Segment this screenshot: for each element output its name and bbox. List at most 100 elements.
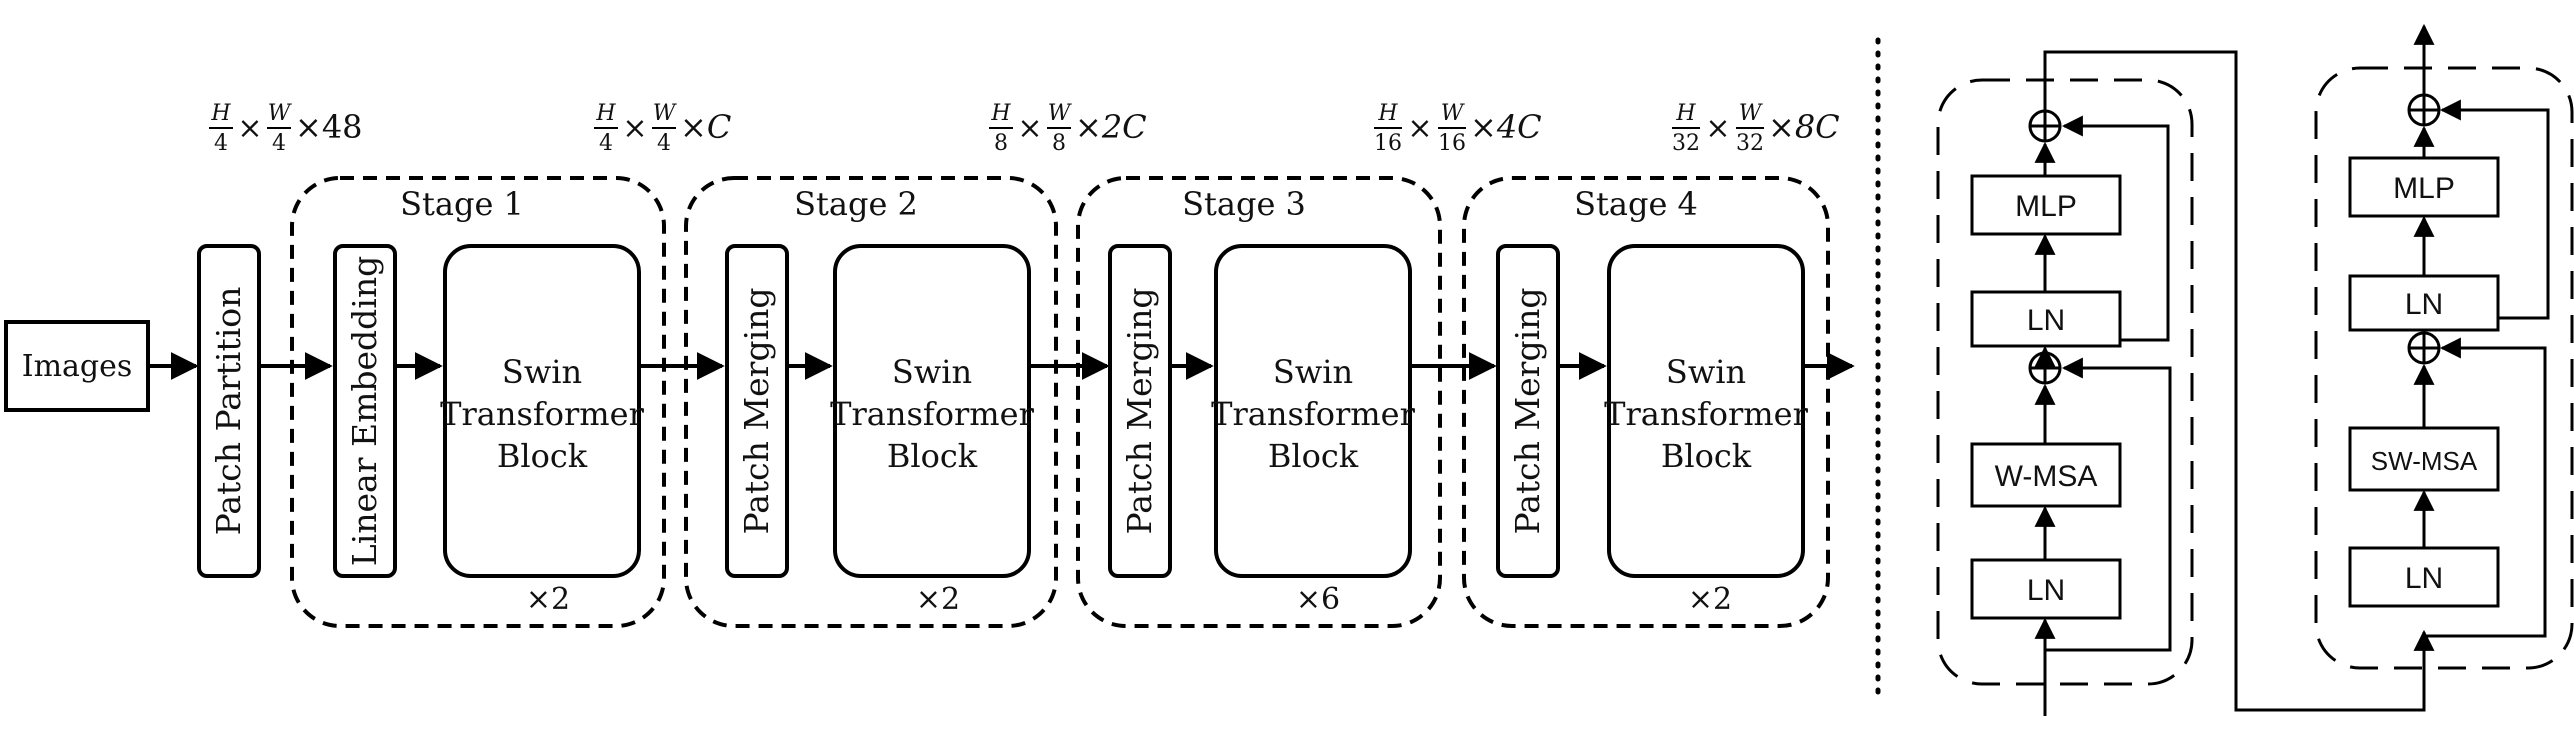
block-w-msa-attn-label: W-MSA: [1995, 460, 2098, 493]
block-sw-msa-ln-bottom: [2348, 546, 2500, 608]
stage-3-patch-merging-label: Patch Merging: [1120, 287, 1159, 534]
dim-w: W: [268, 101, 293, 126]
stage-4-swin-block: [1607, 244, 1805, 578]
dim-label-stage2: H 8 × W 8 ×2C: [989, 101, 1147, 156]
dim-hd: 32: [1672, 131, 1700, 156]
dim-wd: 4: [272, 131, 286, 156]
dim-label-stage1: H 4 × W 4 ×C: [594, 101, 731, 156]
block-sw-msa-frame: [2314, 66, 2574, 670]
stage-1-swin-line2: Transformer: [440, 395, 644, 433]
block-sw-msa-ln-top-label: LN: [2405, 288, 2443, 321]
stage-2-patch-merging-box: [725, 244, 789, 578]
dim-h: H: [1377, 101, 1398, 126]
dim-hd: 8: [994, 131, 1008, 156]
stage-2-swin-line3: Block: [887, 437, 978, 475]
stage-4-frame: [1462, 176, 1830, 628]
dim-mult: ×48: [295, 108, 363, 146]
dim-times: ×: [1407, 111, 1432, 146]
stage-1-linear-embedding-box: [333, 244, 397, 578]
dim-mult: ×4C: [1470, 108, 1542, 146]
dim-w: W: [1441, 101, 1466, 126]
dim-hd: 16: [1374, 131, 1402, 156]
stage-2: Stage 2 Patch Merging Swin Transformer B…: [684, 176, 1058, 628]
dim-w: W: [1739, 101, 1764, 126]
stage-4-swin-line2: Transformer: [1604, 395, 1808, 433]
stage-4-patch-merging-label: Patch Merging: [1508, 287, 1547, 534]
stage-1-swin-line1: Swin: [502, 353, 582, 391]
block-sw-msa-mlp: [2348, 156, 2500, 218]
patch-partition-label: Patch Partition: [209, 287, 248, 536]
dim-times: ×: [622, 111, 647, 146]
block-w-msa-mlp: [1970, 174, 2122, 236]
dim-h: H: [595, 101, 616, 126]
dim-times: ×: [1705, 111, 1730, 146]
dim-mult: ×C: [680, 108, 731, 146]
block-w-msa-ln-top-label: LN: [2027, 304, 2065, 337]
images-box: [4, 320, 150, 412]
block-w-msa-frame: [1936, 78, 2194, 686]
stage-3-swin-block: [1214, 244, 1412, 578]
dim-wd: 32: [1736, 131, 1764, 156]
dim-h: H: [1675, 101, 1696, 126]
block-w-msa-attn: [1970, 442, 2122, 508]
dim-w: W: [1048, 101, 1073, 126]
dim-hd: 4: [599, 131, 613, 156]
stage-3-swin-line1: Swin: [1273, 353, 1353, 391]
stage-1-repeat: ×2: [526, 582, 570, 617]
stage-3-title: Stage 3: [1182, 185, 1306, 223]
block-sw-msa-residual-1: [2424, 337, 2547, 638]
stage-3-repeat: ×6: [1296, 582, 1340, 617]
block-w-msa-mlp-label: MLP: [2015, 190, 2077, 223]
block-w-msa-ln-bottom: [1970, 558, 2122, 620]
dim-wd: 8: [1052, 131, 1066, 156]
stage-1: Stage 1 Linear Embedding Swin Transforme…: [290, 176, 666, 628]
block-w-msa: LN W-MSA LN MLP: [1936, 78, 2194, 716]
stage-1-title: Stage 1: [400, 185, 524, 223]
stage-1-linear-embedding-label: Linear Embedding: [345, 256, 384, 566]
stage-4-swin-line1: Swin: [1666, 353, 1746, 391]
stage-2-swin-block: [833, 244, 1031, 578]
block-sw-msa-attn-label: SW-MSA: [2371, 446, 2478, 476]
stage-1-swin-line3: Block: [497, 437, 588, 475]
block-sw-msa-ln-top: [2348, 274, 2500, 332]
stage-3-swin-line2: Transformer: [1211, 395, 1415, 433]
stage-1-swin-block: [443, 244, 641, 578]
stage-2-title: Stage 2: [794, 185, 918, 223]
dim-label-stage4: H 32 × W 32 ×8C: [1672, 101, 1840, 156]
stage-4-title: Stage 4: [1574, 185, 1698, 223]
stage-2-swin-line2: Transformer: [830, 395, 1034, 433]
dim-w: W: [653, 101, 678, 126]
stage-3-patch-merging-box: [1108, 244, 1172, 578]
stage-4: Stage 4 Patch Merging Swin Transformer B…: [1462, 176, 1830, 628]
block-connector: [2043, 50, 2435, 712]
stage-3: Stage 3 Patch Merging Swin Transformer B…: [1076, 176, 1442, 628]
stage-3-frame: [1076, 176, 1442, 628]
dim-times: ×: [1017, 111, 1042, 146]
stage-4-swin-line3: Block: [1661, 437, 1752, 475]
dim-label-partition: H 4 × W 4 ×48: [209, 101, 363, 156]
block-w-msa-ln-bottom-label: LN: [2027, 574, 2065, 607]
dim-mult: ×2C: [1075, 108, 1147, 146]
dim-label-stage3: H 16 × W 16 ×4C: [1374, 101, 1542, 156]
block-w-msa-residual-1: [2045, 357, 2172, 652]
stage-2-repeat: ×2: [916, 582, 960, 617]
block-sw-msa: LN SW-MSA LN MLP: [2314, 23, 2574, 670]
dim-hd: 4: [214, 131, 228, 156]
stage-2-frame: [684, 176, 1058, 628]
stage-2-patch-merging-label: Patch Merging: [737, 287, 776, 534]
patch-partition-box: [197, 244, 261, 578]
dim-h: H: [210, 101, 231, 126]
images-label: Images: [22, 349, 133, 384]
dim-wd: 16: [1438, 131, 1466, 156]
stage-1-frame: [290, 176, 666, 628]
dim-mult: ×8C: [1768, 108, 1840, 146]
stage-4-patch-merging-box: [1496, 244, 1560, 578]
block-sw-msa-ln-bottom-label: LN: [2405, 562, 2443, 595]
block-sw-msa-mlp-label: MLP: [2393, 172, 2455, 205]
stage-3-swin-line3: Block: [1268, 437, 1359, 475]
stage-4-repeat: ×2: [1688, 582, 1732, 617]
dim-times: ×: [237, 111, 262, 146]
dim-wd: 4: [657, 131, 671, 156]
stage-2-swin-line1: Swin: [892, 353, 972, 391]
